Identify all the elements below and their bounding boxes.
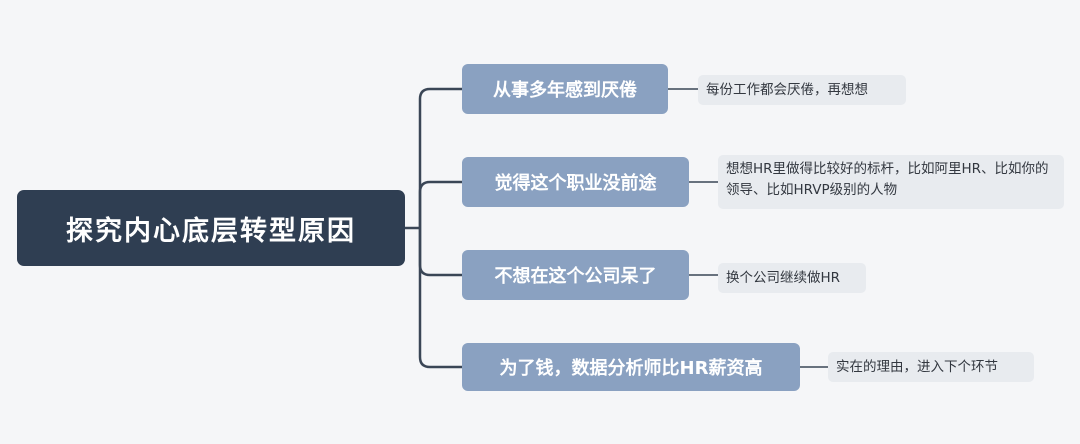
leaf-note-no-future[interactable]: 想想HR里做得比较好的标杆，比如阿里HR、比如你的领导、比如HRVP级别的人物 [718, 155, 1064, 209]
branch-node-no-future[interactable]: 觉得这个职业没前途 [462, 157, 689, 207]
connector-branch-2 [418, 180, 462, 228]
connector-branch-3 [418, 228, 462, 277]
root-node[interactable]: 探究内心底层转型原因 [17, 190, 405, 266]
leaf-note-boredom[interactable]: 每份工作都会厌倦，再想想 [698, 75, 906, 105]
connector-branch-4 [418, 228, 462, 369]
leaf-note-leave-company[interactable]: 换个公司继续做HR [718, 263, 866, 293]
leaf-note-money[interactable]: 实在的理由，进入下个环节 [828, 352, 1034, 382]
connector-branch-1 [418, 87, 462, 228]
branch-node-money[interactable]: 为了钱，数据分析师比HR薪资高 [462, 343, 800, 391]
branch-node-boredom[interactable]: 从事多年感到厌倦 [462, 64, 668, 114]
branch-node-leave-company[interactable]: 不想在这个公司呆了 [462, 250, 689, 300]
